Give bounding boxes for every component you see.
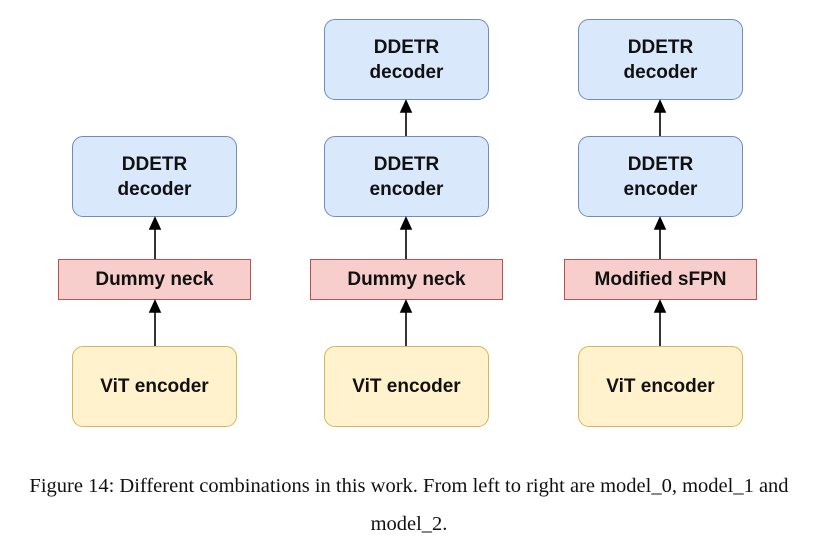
- model2-vit-encoder-label: ViT encoder: [606, 376, 715, 397]
- model1-vit-encoder: ViT encoder: [324, 346, 489, 427]
- model2-vit-encoder: ViT encoder: [578, 346, 743, 427]
- model0-ddetr-decoder-label: DDETR decoder: [117, 153, 192, 200]
- model2-modified-sfpn: Modified sFPN: [564, 259, 757, 300]
- model2-ddetr-decoder: DDETR decoder: [578, 19, 743, 100]
- model2-modified-sfpn-label: Modified sFPN: [594, 269, 727, 290]
- model1-arrow-backbone-to-neck: [399, 299, 413, 346]
- model0-dummy-neck-label: Dummy neck: [95, 269, 214, 290]
- model1-arrow-encoder-to-decoder: [399, 99, 413, 136]
- model2-ddetr-encoder: DDETR encoder: [578, 136, 743, 217]
- arrows-layer: [148, 99, 667, 346]
- model2-arrow-encoder-to-decoder: [653, 99, 667, 136]
- model1-arrow-neck-to-encoder: [399, 216, 413, 259]
- figure-caption: Figure 14: Different combinations in thi…: [29, 475, 789, 535]
- model2-arrow-neck-to-encoder: [653, 216, 667, 259]
- model1-ddetr-encoder-label: DDETR encoder: [369, 153, 444, 200]
- model0-dummy-neck: Dummy neck: [58, 259, 251, 300]
- model0-ddetr-decoder: DDETR decoder: [72, 136, 237, 217]
- model1-ddetr-decoder: DDETR decoder: [324, 19, 489, 100]
- architecture-diagram: DDETR decoder Dummy neck ViT encoder DDE…: [58, 19, 757, 427]
- model1-vit-encoder-label: ViT encoder: [352, 376, 461, 397]
- model1-dummy-neck: Dummy neck: [310, 259, 503, 300]
- model2-ddetr-encoder-label: DDETR encoder: [623, 153, 698, 200]
- model1-dummy-neck-label: Dummy neck: [347, 269, 466, 290]
- model1-ddetr-encoder: DDETR encoder: [324, 136, 489, 217]
- model0-vit-encoder: ViT encoder: [72, 346, 237, 427]
- model0-vit-encoder-label: ViT encoder: [100, 376, 209, 397]
- model2-ddetr-decoder-label: DDETR decoder: [623, 36, 698, 83]
- model2-arrow-backbone-to-neck: [653, 299, 667, 346]
- model0-arrow-neck-to-decoder: [148, 216, 162, 259]
- model0-arrow-backbone-to-neck: [148, 299, 162, 346]
- model1-ddetr-decoder-label: DDETR decoder: [369, 36, 444, 83]
